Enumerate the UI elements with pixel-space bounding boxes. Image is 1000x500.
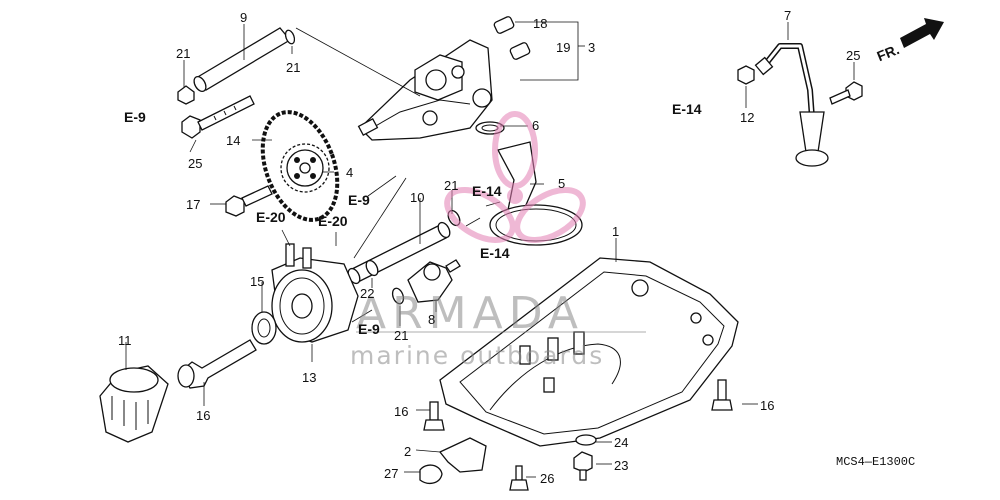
callout-19: 19 — [556, 40, 570, 55]
callout-14: 14 — [226, 133, 240, 148]
callout-18: 17 — [186, 197, 200, 212]
callout-25: 25 — [188, 156, 202, 171]
callout-21: 21 — [286, 60, 300, 75]
ref-e20: E-20 — [256, 209, 286, 225]
dowel-pins — [493, 16, 531, 60]
flange-bolt-16-right — [711, 379, 733, 411]
callout-21: 21 — [176, 46, 190, 61]
oil-pan-1 — [439, 257, 739, 447]
leader-lines — [125, 22, 855, 478]
drain-bolt-22 — [573, 451, 593, 481]
callout-15: 15 — [250, 274, 264, 289]
callout-6: 6 — [532, 118, 539, 133]
bolt-18 — [225, 185, 273, 217]
callout-20: 21 — [394, 328, 408, 343]
callout-13: 13 — [302, 370, 316, 385]
front-direction-arrow — [900, 18, 944, 48]
o-ring-20 — [391, 287, 405, 305]
watermark-brand: ARMADA — [356, 288, 584, 339]
propeller-logo — [444, 111, 586, 243]
callout-5: 5 — [558, 176, 565, 191]
callout-8: 8 — [428, 312, 435, 327]
ref-e20: E-20 — [318, 213, 348, 229]
callout-2: 2 — [404, 444, 411, 459]
callout-16: 16 — [394, 404, 408, 419]
callout-9: 9 — [240, 10, 247, 25]
callout-1: 1 — [612, 224, 619, 239]
seal-15 — [251, 311, 277, 345]
watermark-tagline: marine outboards — [350, 341, 604, 370]
ref-e14: E-14 — [472, 183, 502, 199]
clip-27 — [419, 464, 443, 485]
callout-10: 10 — [410, 190, 424, 205]
oil-filter-11 — [99, 365, 169, 443]
callout-7: 7 — [784, 8, 791, 23]
center-bolt-17 — [177, 339, 257, 389]
shaft-9 — [193, 27, 291, 93]
ref-e9: E-9 — [348, 192, 370, 208]
ref-e14: E-14 — [480, 245, 510, 261]
washer-21-left — [177, 85, 195, 105]
flange-bolt-16-left — [423, 401, 445, 431]
oil-pump — [357, 39, 493, 141]
callout-21: 22 — [360, 286, 374, 301]
callout-labels: 9 21 21 18 19 3 6 5 25 14 4 17 10 21 1 1… — [118, 8, 860, 486]
callout-22: 23 — [614, 458, 628, 473]
callout-3: 3 — [588, 40, 595, 55]
breather-tube-7 — [754, 43, 829, 167]
section-references: E-9 E-14 E-9 E-14 E-20 E-20 E-14 E-9 — [124, 101, 702, 337]
callout-17: 16 — [196, 408, 210, 423]
ref-e14: E-14 — [672, 101, 702, 117]
bracket-2 — [438, 437, 487, 473]
relief-valve-8 — [407, 259, 461, 303]
bolt-24 — [829, 81, 863, 105]
callout-19: 18 — [533, 16, 547, 31]
o-ring-21-lower — [365, 259, 379, 277]
bolt-26 — [509, 465, 529, 491]
diagram-code: MCS4—E1300C — [836, 455, 915, 469]
nut-12 — [737, 65, 755, 85]
callout-24: 25 — [846, 48, 860, 63]
callout-23: 24 — [614, 435, 628, 450]
oil-cooler-13 — [271, 243, 359, 343]
callout-26: 26 — [540, 471, 554, 486]
sprocket-4 — [280, 143, 330, 193]
ref-e9: E-9 — [358, 321, 380, 337]
watermark: ARMADA marine outboards — [350, 111, 646, 370]
bolt-25 — [181, 95, 255, 139]
callout-27: 27 — [384, 466, 398, 481]
callout-11: 11 — [118, 333, 132, 348]
callout-16: 16 — [760, 398, 774, 413]
drive-chain — [260, 110, 340, 222]
sealing-washer-23 — [575, 434, 597, 446]
ref-e9: E-9 — [124, 109, 146, 125]
callout-12: 12 — [740, 110, 754, 125]
o-ring-21-top — [284, 29, 296, 45]
front-direction-label: FR. — [875, 41, 902, 64]
callout-21: 21 — [444, 178, 458, 193]
callout-4: 4 — [346, 165, 353, 180]
